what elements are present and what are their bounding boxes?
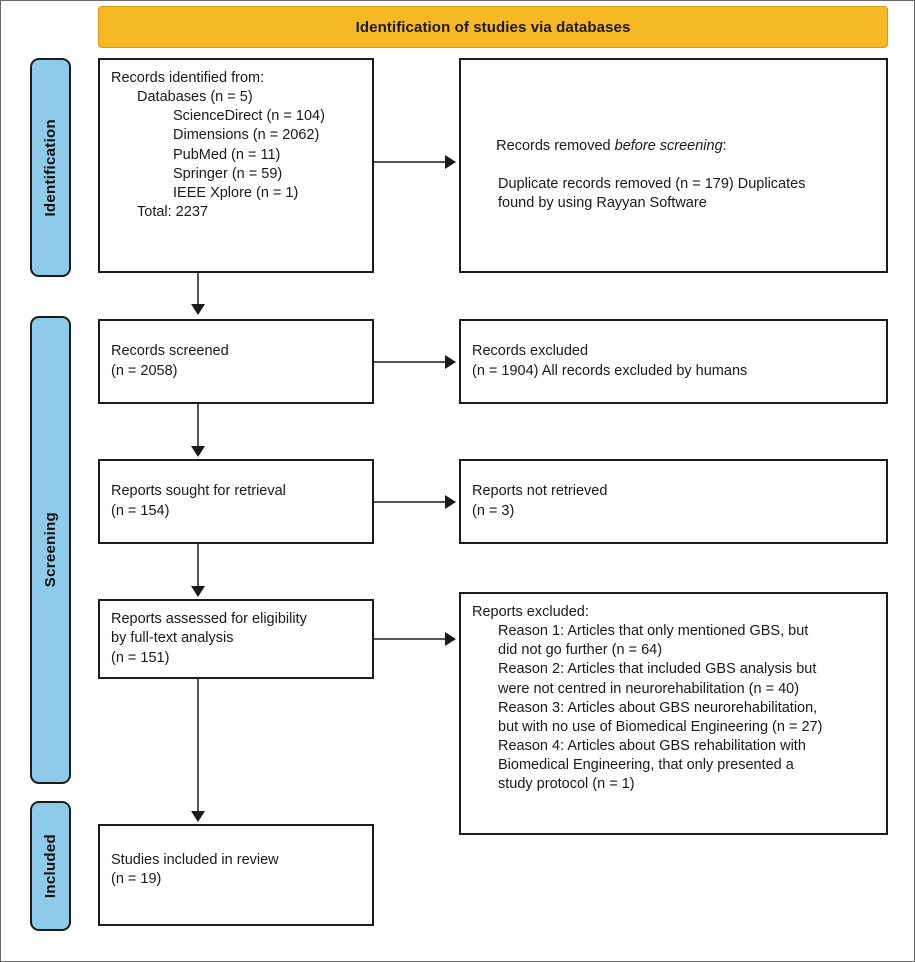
node-reports-assessed: Reports assessed for eligibility by full…: [98, 599, 374, 679]
connector-assessed-to-included: [197, 679, 199, 813]
arrow-right-icon: [445, 495, 456, 509]
reports-not-retrieved-line: Reports not retrieved: [472, 483, 608, 500]
records-removed-detail: found by using Rayyan Software: [498, 195, 707, 212]
reports-excluded-title: Reports excluded:: [472, 604, 589, 620]
node-reports-not-retrieved: Reports not retrieved (n = 3): [459, 459, 888, 544]
header-banner: Identification of studies via databases: [98, 6, 888, 48]
reports-assessed-line: by full-text analysis: [111, 630, 234, 647]
node-records-excluded: Records excluded (n = 1904) All records …: [459, 319, 888, 404]
reports-sought-line: Reports sought for retrieval: [111, 483, 286, 500]
records-identified-source: IEEE Xplore (n = 1): [173, 184, 299, 201]
records-identified-source: Dimensions (n = 2062): [173, 127, 320, 144]
arrow-right-icon: [445, 155, 456, 169]
header-banner-label: Identification of studies via databases: [355, 18, 631, 36]
phase-bar-identification: Identification: [30, 58, 71, 277]
records-removed-detail: Duplicate records removed (n = 179) Dupl…: [498, 176, 806, 193]
node-records-screened: Records screened (n = 2058): [98, 319, 374, 404]
node-studies-included: Studies included in review (n = 19): [98, 824, 374, 926]
node-reports-excluded: Reports excluded: Reason 1: Articles tha…: [459, 592, 888, 835]
records-removed-title: Records removed before screening:: [472, 118, 875, 175]
reports-excluded-reason: Biomedical Engineering, that only presen…: [498, 757, 794, 773]
connector-sought-to-assessed: [197, 544, 199, 588]
phase-bar-included-label: Included: [42, 833, 59, 899]
records-removed-title-prefix: Records removed: [496, 137, 615, 154]
records-identified-total: Total: 2237: [137, 203, 208, 220]
reports-assessed-count: (n = 151): [111, 649, 170, 666]
reports-excluded-reason: Reason 1: Articles that only mentioned G…: [498, 623, 809, 640]
phase-bar-included: Included: [30, 801, 71, 931]
reports-sought-count: (n = 154): [111, 502, 170, 519]
reports-excluded-reason: study protocol (n = 1): [498, 776, 635, 793]
connector-screened-to-excluded: [374, 361, 446, 363]
connector-screened-to-sought: [197, 404, 199, 448]
records-identified-source: ScienceDirect (n = 104): [173, 108, 325, 125]
connector-identified-to-screened: [197, 273, 199, 306]
node-records-identified: Records identified from: Databases (n = …: [98, 58, 374, 273]
records-excluded-line: Records excluded: [472, 343, 589, 360]
reports-excluded-reason: Reason 3: Articles about GBS neurorehabi…: [498, 699, 818, 716]
arrow-down-icon: [191, 304, 205, 315]
records-identified-databases: Databases (n = 5): [137, 89, 253, 106]
records-excluded-count: (n = 1904) All records excluded by human…: [472, 362, 748, 379]
records-screened-count: (n = 2058): [111, 362, 178, 379]
connector-sought-to-not-retrieved: [374, 501, 446, 503]
phase-bar-screening: Screening: [30, 316, 71, 784]
studies-included-line: Studies included in review: [111, 852, 279, 868]
studies-included-count: (n = 19): [111, 871, 162, 888]
records-identified-source: PubMed (n = 11): [173, 146, 281, 163]
reports-excluded-reason: Reason 2: Articles that included GBS ana…: [498, 661, 817, 678]
phase-bar-identification-label: Identification: [42, 118, 59, 217]
connector-assessed-to-reports-excluded: [374, 638, 446, 640]
records-removed-title-italic: before screening: [614, 137, 723, 154]
arrow-right-icon: [445, 632, 456, 646]
arrow-down-icon: [191, 811, 205, 822]
arrow-down-icon: [191, 586, 205, 597]
reports-excluded-reason: did not go further (n = 64): [498, 642, 663, 659]
connector-identified-to-removed: [374, 161, 446, 163]
phase-bar-screening-label: Screening: [42, 512, 59, 588]
records-identified-title: Records identified from:: [111, 70, 265, 86]
records-screened-line: Records screened: [111, 343, 229, 360]
reports-excluded-reason: were not centred in neurorehabilitation …: [498, 680, 800, 697]
arrow-down-icon: [191, 446, 205, 457]
records-removed-title-suffix: :: [722, 137, 727, 154]
reports-excluded-reason: but with no use of Biomedical Engineerin…: [498, 718, 823, 735]
arrow-right-icon: [445, 355, 456, 369]
node-reports-sought: Reports sought for retrieval (n = 154): [98, 459, 374, 544]
records-identified-source: Springer (n = 59): [173, 165, 283, 182]
reports-assessed-line: Reports assessed for eligibility: [111, 611, 307, 628]
reports-excluded-reason: Reason 4: Articles about GBS rehabilitat…: [498, 737, 806, 754]
reports-not-retrieved-count: (n = 3): [472, 502, 515, 519]
node-records-removed: Records removed before screening: Duplic…: [459, 58, 888, 273]
